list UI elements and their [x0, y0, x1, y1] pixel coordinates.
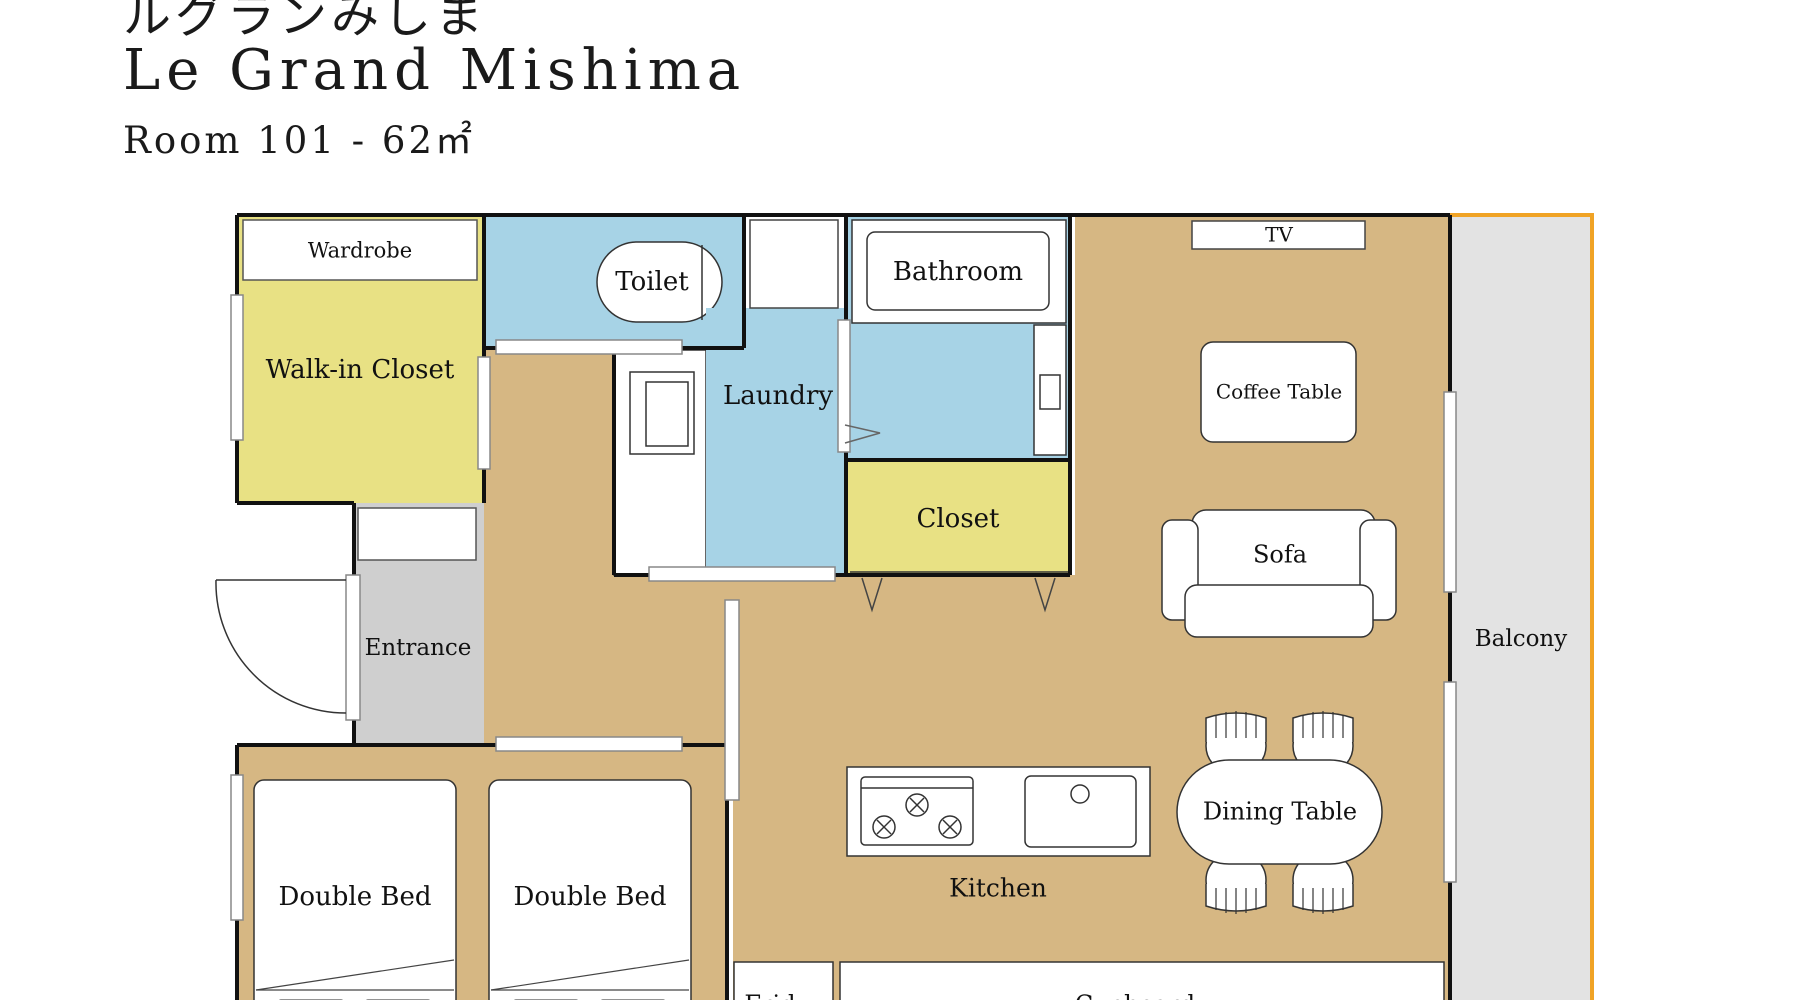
sofa: [1161, 509, 1397, 638]
balcony-area: [1450, 215, 1592, 1000]
label-wardrobe: Wardrobe: [308, 239, 412, 263]
label-fridge: Frid: [744, 991, 795, 1000]
label-closet: Closet: [916, 504, 1000, 534]
laundry-door-arrow: [844, 424, 881, 444]
label-laundry: Laundry: [723, 381, 833, 411]
beds: [253, 779, 692, 1000]
bed-covers: [255, 959, 690, 991]
bathtub-inner: [866, 231, 1050, 311]
toilet-fixture: [596, 241, 723, 323]
laundry-area: [706, 308, 844, 575]
room-subtitle: Room 101 - 62㎡: [123, 119, 475, 162]
washbasin-bowl: [645, 381, 689, 447]
label-walk-in-closet: Walk-in Closet: [266, 355, 455, 385]
dining-table: [1176, 759, 1383, 865]
wardrobe: [242, 219, 478, 281]
label-double-bed-1: Double Bed: [279, 882, 432, 912]
label-toilet: Toilet: [615, 267, 689, 297]
chair-backrest-slats: [1215, 711, 1344, 914]
entrance-door-swing: [215, 579, 347, 714]
label-cupboard: Cupboard: [1075, 991, 1195, 1000]
label-tv: TV: [1265, 223, 1293, 247]
kitchen-sink: [1024, 775, 1137, 848]
shower-faucet: [1039, 374, 1061, 410]
label-bathroom: Bathroom: [893, 257, 1023, 287]
cupboard: [839, 961, 1445, 1000]
burner-crosses: [876, 797, 958, 835]
label-kitchen: Kitchen: [949, 874, 1047, 903]
title-japanese: ルグランみしま: [123, 0, 488, 44]
label-double-bed-2: Double Bed: [514, 882, 667, 912]
label-entrance: Entrance: [365, 635, 472, 661]
label-sofa: Sofa: [1253, 541, 1307, 569]
coffee-table: [1200, 341, 1357, 443]
closet-door-swing-2: [1034, 577, 1056, 613]
label-dining-table: Dining Table: [1203, 798, 1357, 826]
washing-machine: [749, 219, 839, 309]
openings: [230, 294, 1457, 921]
closet-area: [848, 462, 1070, 573]
sink-drain: [1070, 784, 1090, 804]
label-balcony: Balcony: [1475, 626, 1568, 652]
label-coffee-table: Coffee Table: [1216, 380, 1342, 404]
fridge: [733, 961, 834, 1000]
title-english: Le Grand Mishima: [123, 38, 747, 103]
shoe-cabinet: [357, 507, 477, 561]
tv: [1191, 220, 1366, 250]
closet-door-swing-1: [861, 577, 883, 613]
